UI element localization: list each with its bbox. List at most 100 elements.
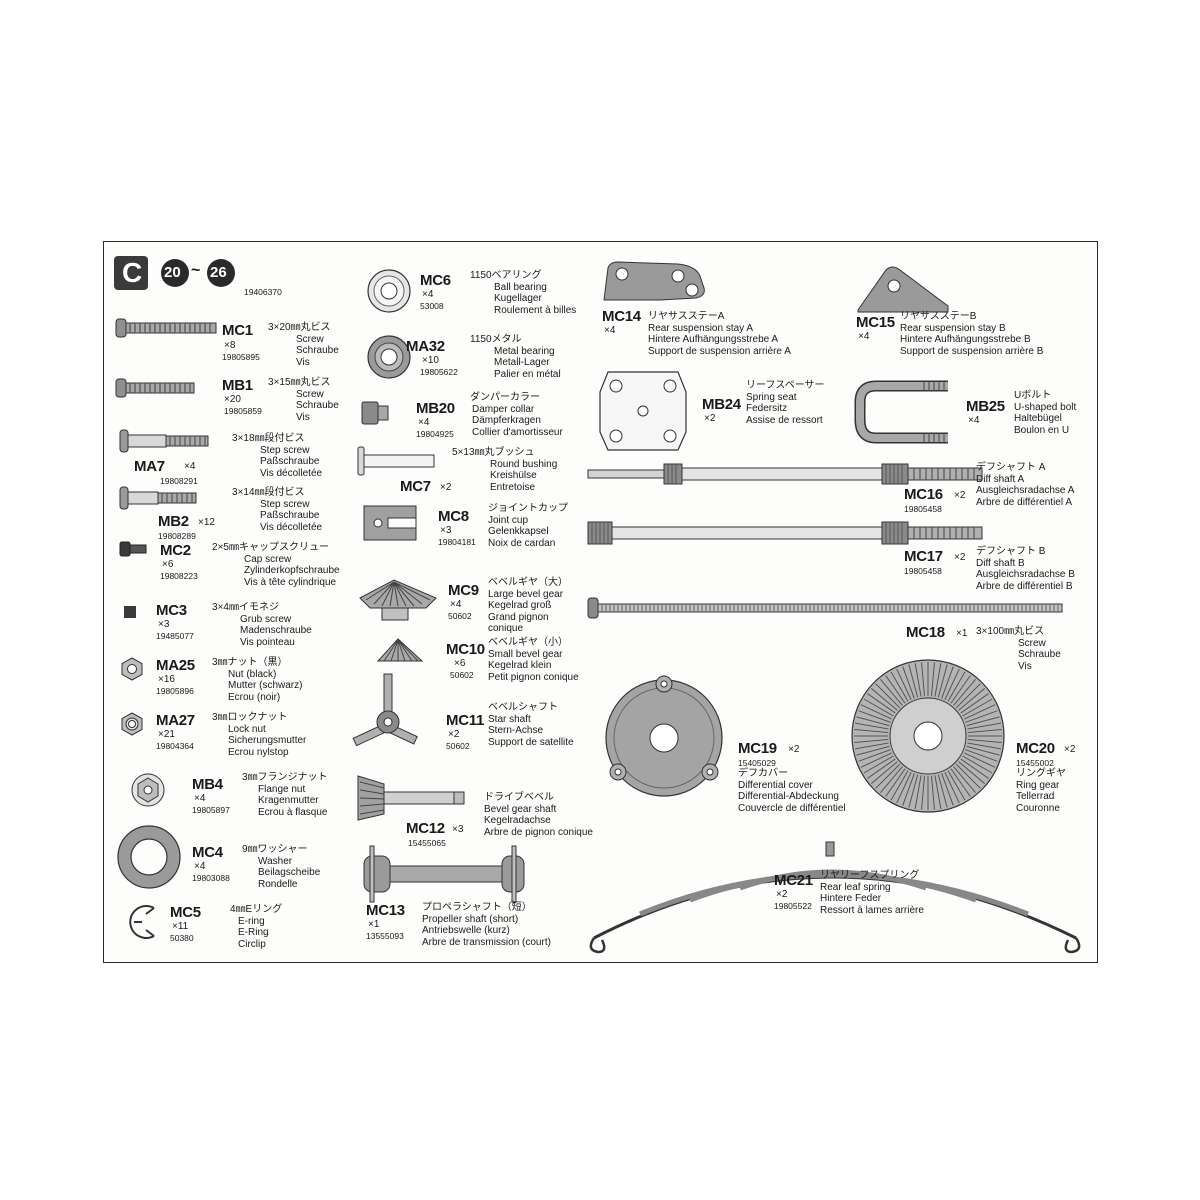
desc-jp: リングギヤ (1016, 768, 1066, 779)
screw-icon (115, 318, 217, 338)
part-code: MC5 (170, 904, 201, 921)
desc-fr: Palier en métal (494, 368, 561, 380)
desc-en: Screw (1018, 637, 1046, 649)
desc-de: Kugellager (494, 293, 542, 304)
step-separator: ~ (191, 262, 201, 279)
desc-jp: ベベルギヤ（大） (488, 577, 568, 588)
desc-jp: デフシャフト B (976, 546, 1046, 557)
desc-de: Tellerrad (1016, 791, 1055, 802)
desc-fr: Petit pignon conique (488, 671, 579, 683)
part-qty: ×12 (198, 517, 215, 528)
part-number: 19485077 (156, 631, 194, 641)
part-code: MA25 (156, 657, 195, 674)
desc-de: Stern-Achse (488, 725, 544, 736)
desc-jp: 3×4㎜イモネジ (212, 602, 279, 613)
desc-fr: Arbre de pignon conique (484, 826, 593, 838)
part-description: プロペラシャフト（短） Propeller shaft (short) Antr… (422, 902, 551, 948)
desc-en: Bevel gear shaft (484, 803, 557, 815)
leaf-spring-icon (589, 841, 1081, 954)
star-shaft-icon (352, 673, 418, 747)
desc-jp: Uボルト (1014, 390, 1052, 401)
desc-fr: Circlip (238, 938, 266, 950)
desc-fr: Entretoise (490, 481, 536, 493)
part-description: デフシャフト A Diff shaft A Ausgleichsradachse… (976, 462, 1074, 508)
part-number: 19808289 (158, 531, 196, 541)
desc-de: Mutter (schwarz) (228, 680, 303, 691)
desc-jp: 3㎜フランジナット (242, 772, 328, 783)
part-description: 3㎜ロックナット Lock nut Sicherungsmutter Ecrou… (212, 712, 306, 758)
part-qty: ×4 (858, 331, 870, 342)
desc-en: Large bevel gear (488, 588, 564, 600)
desc-de: Gelenkkapsel (488, 526, 549, 537)
part-qty: ×1 (956, 628, 968, 639)
desc-en: Round bushing (490, 458, 558, 470)
desc-de: Differential-Abdeckung (738, 791, 839, 802)
desc-en: Rear leaf spring (820, 881, 891, 893)
part-number: 19803088 (192, 873, 230, 883)
part-code: MC8 (438, 508, 469, 525)
desc-jp: 3×15㎜丸ビス (268, 377, 331, 388)
desc-fr: Grand pignon (488, 611, 549, 623)
desc-en: Washer (258, 855, 293, 867)
part-code: MC10 (446, 641, 485, 658)
desc-fr-2: conique (488, 623, 524, 634)
part-code: MC14 (602, 308, 641, 325)
bag-letter: C (122, 257, 143, 288)
desc-jp: デフシャフト A (976, 462, 1046, 473)
part-qty: ×3 (440, 525, 452, 536)
desc-de: Metall-Lager (494, 357, 550, 368)
step-screw-icon (119, 429, 209, 453)
u-bolt-icon (854, 380, 948, 444)
cap-screw-icon (119, 541, 147, 557)
part-qty: ×4 (194, 793, 206, 804)
desc-en: Cap screw (244, 553, 292, 565)
part-qty: ×21 (158, 729, 175, 740)
desc-en: Ring gear (1016, 779, 1060, 791)
grub-screw-icon (124, 606, 136, 618)
desc-fr: Ecrou (noir) (228, 691, 281, 703)
desc-en: Nut (black) (228, 668, 277, 680)
part-code: MC19 (738, 740, 777, 757)
desc-fr: Ressort à lames arrière (820, 904, 924, 916)
desc-en: Spring seat (746, 391, 797, 403)
desc-jp: プロペラシャフト（短） (422, 902, 532, 913)
part-qty: ×6 (162, 559, 174, 570)
desc-fr: Support de suspension arrière A (648, 345, 791, 357)
part-number: 19805458 (904, 504, 942, 514)
desc-jp: リーフスペーサー (746, 380, 825, 391)
part-description: ベベルギヤ（大） Large bevel gear Kegelrad groß … (488, 577, 568, 635)
part-number: 50380 (170, 933, 194, 943)
desc-jp: リヤサスステーB (900, 311, 977, 322)
desc-en: Flange nut (258, 783, 306, 795)
desc-jp: 3×14㎜段付ビス (232, 487, 305, 498)
part-description: 3㎜フランジナット Flange nut Kragenmutter Ecrou … (242, 772, 328, 818)
parts-sheet: C 20 ~ 26 19406370 MC1 ×8 19805895 3×20㎜… (103, 241, 1098, 963)
part-description: デフシャフト B Diff shaft B Ausgleichsradachse… (976, 546, 1075, 592)
part-qty: ×3 (452, 824, 464, 835)
desc-jp: 3㎜ロックナット (212, 712, 288, 723)
part-code: MA27 (156, 712, 195, 729)
desc-jp: リヤサスステーA (648, 311, 725, 322)
part-code: MB2 (158, 513, 189, 530)
desc-fr: Assise de ressort (746, 414, 823, 426)
part-description: 3×15㎜丸ビス Screw Schraube Vis (268, 377, 339, 423)
desc-de: Hintere Feder (820, 893, 882, 904)
part-code: MC11 (446, 712, 484, 729)
step-from: 20 (164, 264, 181, 281)
desc-jp: ベベルギヤ（小） (488, 637, 568, 648)
part-qty: ×4 (422, 289, 434, 300)
part-qty: ×2 (704, 413, 716, 424)
desc-de: Kegelradachse (484, 815, 551, 826)
desc-en: Rear suspension stay B (900, 322, 1006, 334)
desc-jp: 9㎜ワッシャー (242, 844, 308, 855)
desc-en: Step screw (260, 498, 310, 510)
part-code: MC4 (192, 844, 223, 861)
part-qty: ×4 (604, 325, 616, 336)
desc-fr: Noix de cardan (488, 537, 556, 549)
desc-fr: Ecrou nylstop (228, 746, 289, 758)
desc-de: Kegelrad klein (488, 660, 552, 671)
part-qty: ×4 (450, 599, 462, 610)
part-number: 53008 (420, 301, 444, 311)
desc-de: Kreishülse (490, 470, 537, 481)
part-number: 19804181 (438, 537, 476, 547)
